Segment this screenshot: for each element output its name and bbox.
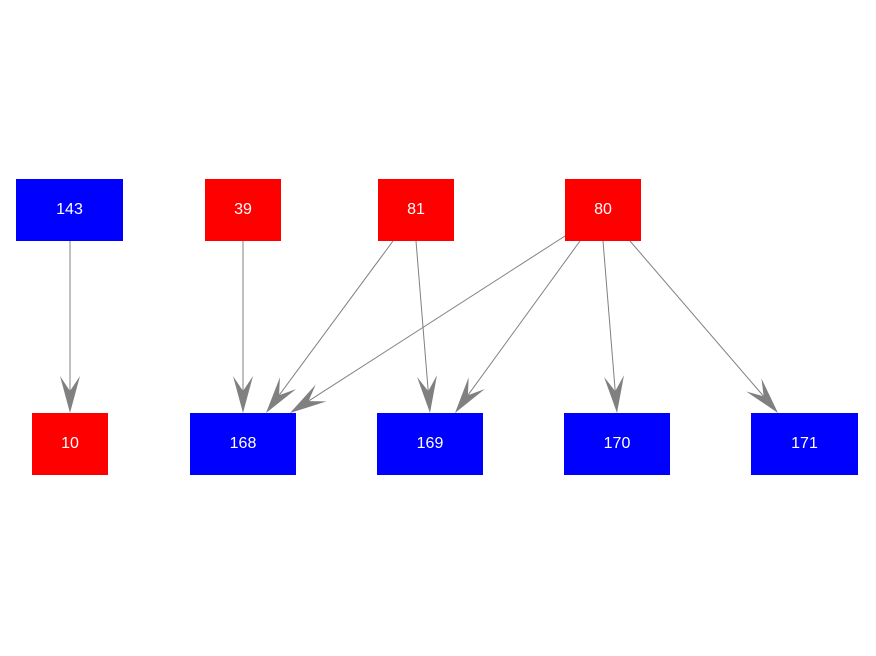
- node-171[interactable]: 171: [751, 413, 858, 475]
- arrowhead-icon: [604, 375, 624, 413]
- node-80[interactable]: 80: [565, 179, 641, 241]
- node-39[interactable]: 39: [205, 179, 281, 241]
- node-81[interactable]: 81: [378, 179, 454, 241]
- node-label: 39: [234, 201, 252, 218]
- edge-80-168: [308, 235, 566, 402]
- node-label: 80: [594, 201, 612, 218]
- node-168[interactable]: 168: [190, 413, 296, 475]
- edge-80-170: [602, 240, 616, 392]
- arrowhead-icon: [60, 376, 80, 413]
- arrowhead-icon: [746, 378, 778, 413]
- node-label: 169: [416, 435, 444, 452]
- arrowhead-icon: [417, 375, 437, 413]
- node-label: 168: [229, 435, 257, 452]
- edge-80-171: [629, 240, 765, 397]
- arrowhead-icon: [455, 377, 485, 413]
- node-170[interactable]: 170: [564, 413, 670, 475]
- arrowhead-icon: [266, 377, 297, 413]
- edge-80-169: [467, 240, 581, 396]
- node-label: 170: [603, 435, 631, 452]
- arrowhead-icon: [290, 384, 327, 413]
- node-143[interactable]: 143: [16, 179, 123, 241]
- node-label: 171: [791, 435, 818, 452]
- node-label: 81: [407, 201, 425, 218]
- node-10[interactable]: 10: [32, 413, 108, 475]
- node-169[interactable]: 169: [377, 413, 483, 475]
- arrowhead-icon: [233, 376, 253, 413]
- node-label: 143: [56, 201, 83, 218]
- edge-81-168: [278, 240, 394, 396]
- edge-81-169: [415, 240, 429, 392]
- node-label: 10: [61, 435, 79, 452]
